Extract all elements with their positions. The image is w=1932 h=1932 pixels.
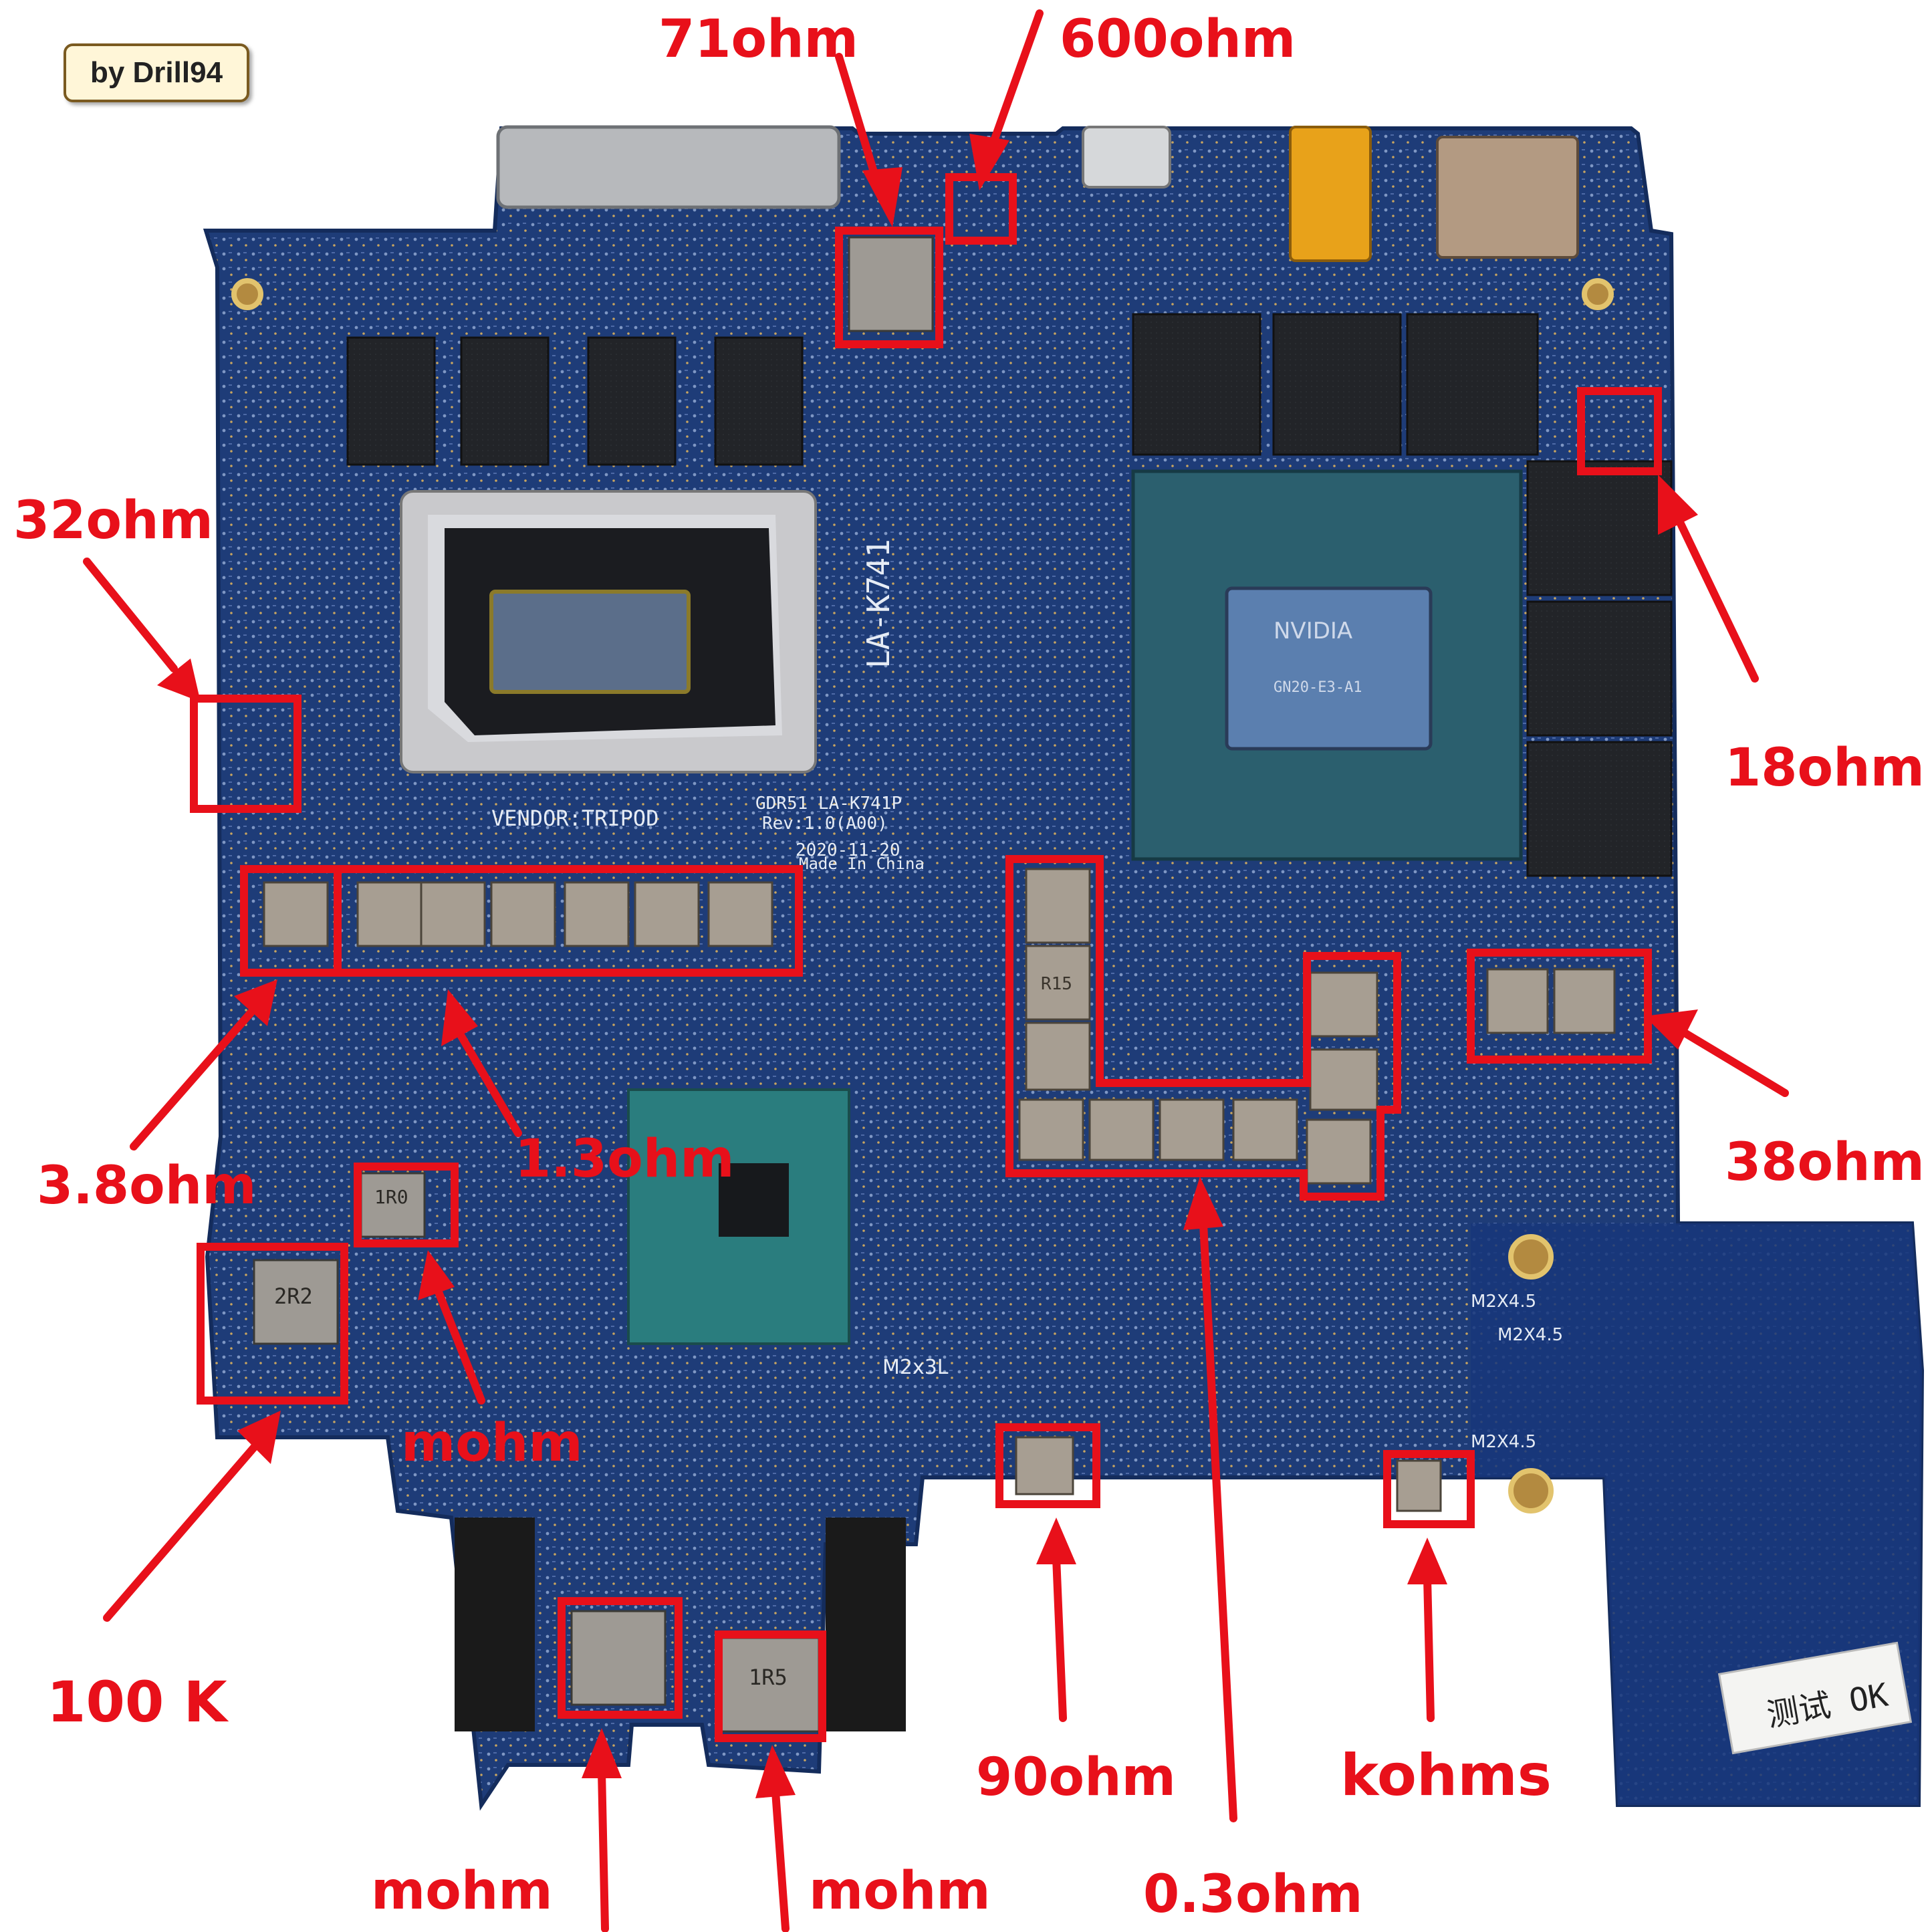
gpu-die bbox=[1225, 586, 1433, 751]
inductor-1r5-text: 1R5 bbox=[749, 1665, 788, 1690]
inductor-group-center bbox=[1015, 868, 1616, 1512]
screw-label-2: M2X4.5 bbox=[1497, 1325, 1563, 1345]
inductor-1r0-text: 1R0 bbox=[374, 1186, 408, 1208]
box-32ohm bbox=[190, 695, 301, 813]
label-mohm-left: mohm bbox=[371, 1861, 553, 1921]
label-18ohm: 18ohm bbox=[1725, 738, 1925, 798]
label-600ohm: 600ohm bbox=[1060, 9, 1296, 70]
power-jack bbox=[1289, 126, 1372, 262]
label-32ohm: 32ohm bbox=[13, 491, 213, 551]
inductors-large bbox=[253, 236, 934, 1733]
box-mohm-left bbox=[558, 1597, 683, 1719]
annotation-arrows bbox=[83, 9, 1789, 1932]
label-mohm-upper: mohm bbox=[401, 1413, 583, 1473]
box-0-3ohm bbox=[1005, 855, 1401, 1201]
mounting-holes bbox=[231, 278, 1614, 1514]
box-18ohm bbox=[1577, 387, 1662, 475]
highlight-boxes bbox=[190, 173, 1662, 1742]
usb-c-port bbox=[496, 125, 841, 209]
gpu-code-text: GN20-E3-A1 bbox=[1274, 679, 1362, 696]
label-1-3ohm: 1.3ohm bbox=[515, 1129, 735, 1189]
screw-label-3: M2X4.5 bbox=[1471, 1432, 1536, 1452]
label-3-8ohm: 3.8ohm bbox=[37, 1156, 257, 1216]
m2-slot-right bbox=[826, 1518, 906, 1731]
board-model-text: LA-K741 bbox=[860, 539, 896, 669]
cpu-die bbox=[489, 590, 691, 694]
board-vendor-text: VENDOR:TRIPOD bbox=[491, 806, 658, 831]
box-kohms bbox=[1383, 1450, 1475, 1528]
box-mohm-right bbox=[715, 1631, 826, 1742]
author-credit-badge: by Drill94 bbox=[64, 43, 249, 102]
m2-slot-left bbox=[455, 1518, 535, 1731]
label-mohm-right: mohm bbox=[809, 1861, 991, 1921]
ram-chips-left bbox=[346, 336, 804, 466]
label-100k: 100 K bbox=[47, 1669, 229, 1735]
inductor-r15-text: R15 bbox=[1041, 974, 1072, 994]
label-0-3ohm: 0.3ohm bbox=[1143, 1864, 1363, 1925]
gpu-brand-text: NVIDIA bbox=[1274, 618, 1352, 644]
screw-label-4: M2x3L bbox=[882, 1356, 949, 1379]
annotation-labels: 71ohm 600ohm 32ohm 18ohm 38ohm 3.8ohm 1.… bbox=[13, 9, 1925, 1925]
box-100k bbox=[197, 1243, 348, 1405]
inductor-row-top-left bbox=[263, 881, 773, 947]
label-71ohm: 71ohm bbox=[658, 9, 858, 70]
hdmi-port bbox=[1082, 126, 1171, 189]
label-90ohm: 90ohm bbox=[976, 1747, 1176, 1808]
board-pcb-text: GDR51 LA-K741P bbox=[755, 794, 902, 814]
box-38ohm bbox=[1467, 949, 1652, 1064]
board-made-text: Made In China bbox=[799, 854, 925, 873]
screw-label-1: M2X4.5 bbox=[1471, 1292, 1536, 1312]
box-mohm-upper bbox=[354, 1163, 459, 1247]
inductor-2r2-text: 2R2 bbox=[274, 1284, 313, 1309]
board-rev-text: Rev:1.0(A00) bbox=[762, 814, 888, 834]
vram-chips bbox=[1132, 313, 1673, 877]
box-90ohm bbox=[995, 1423, 1100, 1508]
label-38ohm: 38ohm bbox=[1725, 1132, 1925, 1193]
author-credit-text: by Drill94 bbox=[90, 56, 223, 89]
test-sticker bbox=[1717, 1641, 1913, 1755]
lan-port bbox=[1436, 136, 1579, 259]
box-1-3ohm bbox=[334, 865, 803, 977]
board-date-text: 2020-11-20 bbox=[796, 840, 900, 860]
label-kohms: kohms bbox=[1340, 1742, 1552, 1809]
pch-die bbox=[719, 1163, 789, 1237]
box-71ohm bbox=[835, 227, 943, 348]
